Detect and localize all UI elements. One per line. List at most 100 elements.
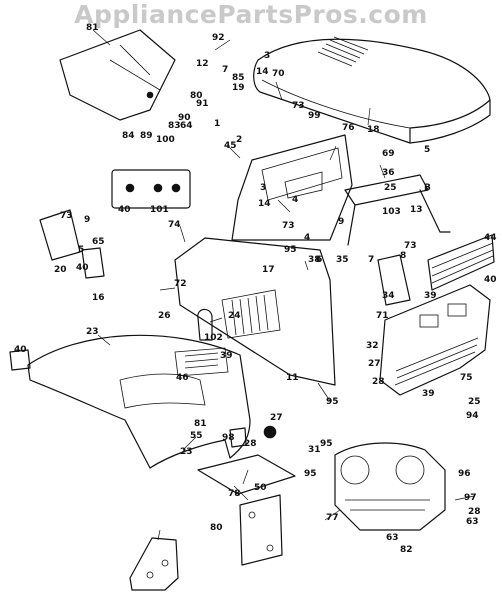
callout-91: 91 — [196, 99, 209, 109]
callout-6: 6 — [316, 255, 322, 265]
callout-73: 73 — [292, 101, 305, 111]
callout-94: 94 — [466, 411, 479, 421]
callout-71: 71 — [376, 311, 389, 321]
callout-95: 95 — [284, 245, 297, 255]
callout-7: 7 — [368, 255, 374, 265]
callout-40: 40 — [14, 345, 27, 355]
callout-8: 8 — [400, 251, 406, 261]
callout-25: 25 — [468, 397, 481, 407]
callout-38: 38 — [308, 255, 321, 265]
callout-2: 2 — [236, 135, 242, 145]
callout-35: 35 — [336, 255, 349, 265]
callout-65: 65 — [92, 237, 105, 247]
callout-4: 4 — [292, 195, 298, 205]
callout-78: 78 — [228, 489, 241, 499]
watermark: AppliancePartsPros.com — [74, 0, 428, 29]
callout-45: 45 — [224, 141, 237, 151]
callout-27: 27 — [368, 359, 381, 369]
callout-98: 98 — [222, 433, 235, 443]
leader-lines — [92, 29, 475, 541]
callout-9: 9 — [338, 217, 344, 227]
callout-28: 28 — [372, 377, 385, 387]
callout-81: 81 — [194, 419, 207, 429]
callout-96: 96 — [458, 469, 471, 479]
steering-bracket — [59, 29, 176, 121]
callout-44: 44 — [484, 233, 497, 243]
callout-40: 40 — [118, 205, 131, 215]
callout-17: 17 — [262, 265, 275, 275]
callout-83: 83 — [168, 121, 181, 131]
callout-28: 28 — [468, 507, 481, 517]
callout-99: 99 — [308, 111, 321, 121]
callout-95: 95 — [326, 397, 339, 407]
callout-32: 32 — [366, 341, 379, 351]
callout-89: 89 — [140, 131, 153, 141]
callout-16: 16 — [92, 293, 105, 303]
callout-39: 39 — [422, 389, 435, 399]
callout-24: 24 — [228, 311, 241, 321]
callout-23: 23 — [86, 327, 99, 337]
callout-14: 14 — [256, 67, 269, 77]
callout-39: 39 — [424, 291, 437, 301]
callout-74: 74 — [168, 220, 181, 230]
callout-55: 55 — [190, 431, 203, 441]
callout-73: 73 — [60, 211, 73, 221]
callout-90: 90 — [178, 113, 191, 123]
callout-63: 63 — [386, 533, 399, 543]
callout-25: 25 — [384, 183, 397, 193]
callout-14: 14 — [258, 199, 271, 209]
callout-76: 76 — [342, 123, 355, 133]
callout-1: 1 — [214, 119, 220, 129]
callout-95: 95 — [320, 439, 333, 449]
callout-84: 84 — [122, 131, 135, 141]
callout-28: 28 — [244, 439, 257, 449]
callout-75: 75 — [460, 373, 473, 383]
callout-81: 81 — [86, 23, 99, 33]
callout-26: 26 — [158, 311, 171, 321]
callout-70: 70 — [272, 69, 285, 79]
callout-9: 9 — [84, 215, 90, 225]
callout-31: 31 — [308, 445, 321, 455]
callout-B: B — [424, 183, 431, 193]
callout-103: 103 — [382, 207, 401, 217]
callout-23: 23 — [180, 447, 193, 457]
callout-39: 39 — [220, 351, 233, 361]
bracket — [344, 174, 451, 246]
callout-3: 3 — [260, 183, 266, 193]
callout-69: 69 — [382, 149, 395, 159]
grille-assembly — [379, 234, 495, 396]
callout-82: 82 — [400, 545, 413, 555]
callout-34: 34 — [382, 291, 395, 301]
callout-50: 50 — [254, 483, 267, 493]
callout-101: 101 — [150, 205, 169, 215]
callout-18: 18 — [367, 125, 380, 135]
callout-85: 85 — [232, 73, 245, 83]
dash-panel — [231, 134, 353, 241]
callout-7: 7 — [222, 65, 228, 75]
callout-73: 73 — [404, 241, 417, 251]
callout-40: 40 — [484, 275, 497, 285]
callout-77: 77 — [326, 513, 339, 523]
callout-100: 100 — [156, 135, 175, 145]
callout-92: 92 — [212, 33, 225, 43]
callout-5: 5 — [78, 245, 84, 255]
callout-80: 80 — [190, 91, 203, 101]
mount-bracket — [129, 537, 179, 591]
callout-73: 73 — [282, 221, 295, 231]
callout-11: 11 — [286, 373, 299, 383]
small-parts — [9, 169, 411, 448]
callout-12: 12 — [196, 59, 209, 69]
engine — [334, 442, 446, 531]
callout-97: 97 — [464, 493, 477, 503]
callout-95: 95 — [304, 469, 317, 479]
callout-19: 19 — [232, 83, 245, 93]
callout-80: 80 — [210, 523, 223, 533]
callout-64: 64 — [180, 121, 193, 131]
switch-plate — [239, 494, 283, 566]
callout-46: 46 — [176, 373, 189, 383]
floor-plate — [197, 454, 296, 495]
callout-72: 72 — [174, 279, 187, 289]
